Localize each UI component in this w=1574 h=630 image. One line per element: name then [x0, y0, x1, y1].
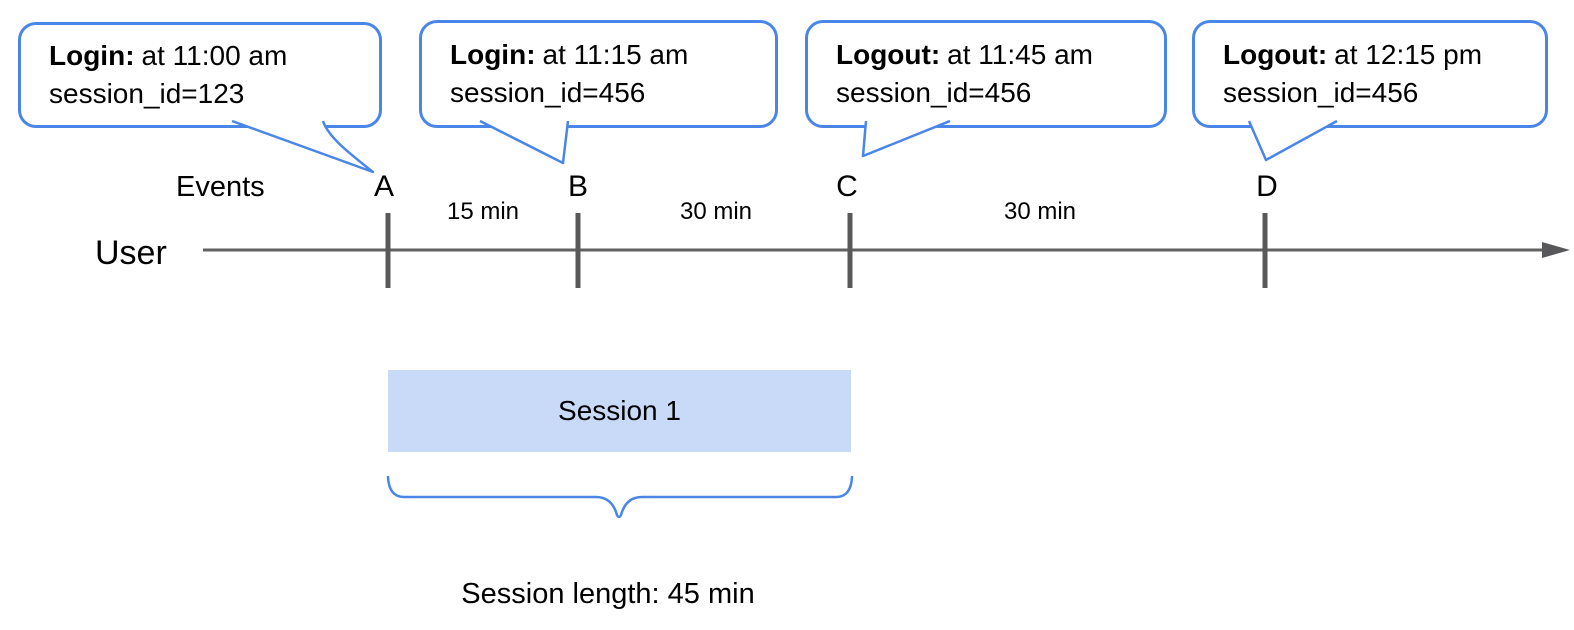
marker-label-c: C — [836, 170, 858, 203]
interval-c-d-label: 30 min — [1003, 198, 1077, 225]
callout-title-line: Login:at 11:00 am — [49, 37, 379, 75]
callout-event-type: Login: — [450, 39, 536, 70]
timeline-arrowhead-icon — [1542, 242, 1570, 258]
interval-a-b-label: 15 min — [446, 198, 520, 225]
callout-event-time: at 11:45 am — [947, 39, 1093, 70]
interval-b-c-label: 30 min — [679, 198, 753, 225]
callout-session-id: session_id=123 — [49, 78, 245, 109]
callout-logout-c: Logout:at 11:45 am session_id=456 — [805, 20, 1167, 128]
callout-title-line: Logout:at 12:15 pm — [1223, 36, 1545, 74]
callout-logout-d: Logout:at 12:15 pm session_id=456 — [1192, 20, 1548, 128]
events-row-label: Events — [176, 171, 265, 203]
session-length-brace — [386, 475, 854, 519]
callout-login-b: Login:at 11:15 am session_id=456 — [419, 20, 778, 128]
session-1-label: Session 1 — [558, 395, 681, 426]
callout-session-id: session_id=456 — [450, 77, 646, 108]
callout-title-line: Login:at 11:15 am — [450, 36, 775, 74]
callout-session-id: session_id=456 — [836, 77, 1032, 108]
callout-login-a: Login:at 11:00 am session_id=123 — [18, 22, 382, 128]
callout-title-line: Logout:at 11:45 am — [836, 36, 1164, 74]
callout-event-time: at 12:15 pm — [1334, 39, 1483, 70]
session-length-label: Session length: 45 min — [461, 578, 755, 610]
session-1-box: Session 1 — [388, 370, 851, 452]
callout-a-tail-pointer — [231, 119, 375, 174]
marker-label-d: D — [1256, 170, 1278, 203]
callout-event-type: Logout: — [1223, 39, 1328, 70]
callout-event-type: Login: — [49, 40, 135, 71]
marker-label-a: A — [373, 170, 395, 203]
callout-event-time: at 11:00 am — [141, 40, 288, 71]
user-row-label: User — [95, 234, 167, 272]
marker-label-b: B — [567, 170, 589, 203]
callout-session-id: session_id=456 — [1223, 77, 1419, 108]
callout-event-time: at 11:15 am — [542, 39, 689, 70]
callout-event-type: Logout: — [836, 39, 941, 70]
